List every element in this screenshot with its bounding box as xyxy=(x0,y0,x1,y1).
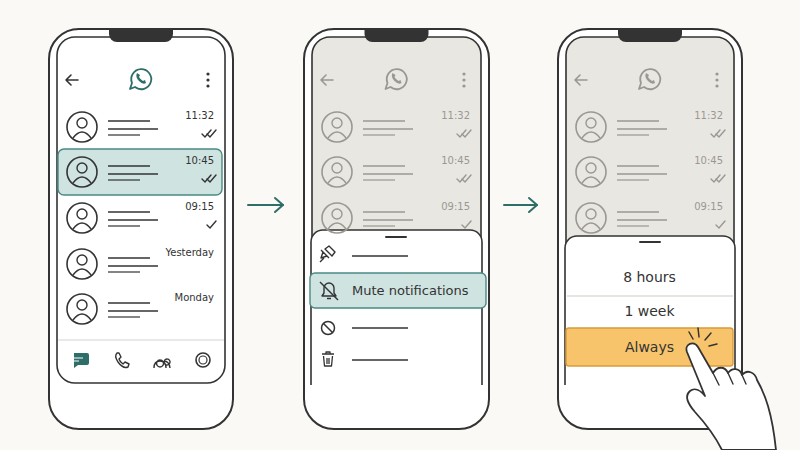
chat-row: 10:45 xyxy=(311,149,482,195)
chats-icon-lines xyxy=(72,358,83,361)
timestamp: 11:32 xyxy=(694,110,723,121)
option-label: 8 hours xyxy=(623,269,676,285)
mute-duration-option: Always xyxy=(566,328,733,366)
app-logo xyxy=(639,69,660,89)
phone-notch xyxy=(365,30,429,42)
selected-row-highlight xyxy=(58,149,222,195)
menu-dots xyxy=(462,72,465,75)
chat-row: Yesterday xyxy=(56,241,226,287)
phone-frame: 11:32 10:45 09:15YesterdayMonday xyxy=(48,28,234,430)
timestamp: Yesterday xyxy=(165,247,214,258)
bottom-sheet xyxy=(565,236,735,385)
sheet-handle xyxy=(386,236,406,238)
phone-frame: 11:32 10:45 09:15 8 hours 1 weekAlways xyxy=(557,28,743,430)
sheet-handle xyxy=(640,241,660,243)
selected-option-highlight xyxy=(566,328,733,366)
option-separator xyxy=(567,296,733,297)
timestamp: 09:15 xyxy=(441,201,470,212)
option-placeholder-line xyxy=(352,359,408,360)
app-logo xyxy=(130,69,151,89)
back-arrow xyxy=(575,75,587,85)
option-label: Mute notifications xyxy=(352,283,469,298)
hand-pointer xyxy=(686,343,776,450)
chat-row: Monday xyxy=(56,286,226,332)
phone-frame xyxy=(49,29,233,429)
back-arrow xyxy=(321,75,333,85)
communities-icon xyxy=(154,359,170,368)
chat-row: 10:45 xyxy=(565,149,735,195)
timestamp: 11:32 xyxy=(185,110,214,121)
option-label: Always xyxy=(625,339,674,355)
menu-dots xyxy=(206,84,209,87)
option-placeholder-line xyxy=(352,255,408,256)
phone-frame: 11:32 10:45 09:15Mute notifications xyxy=(303,28,490,430)
timestamp: 10:45 xyxy=(185,155,214,166)
option-label: 1 week xyxy=(624,303,674,319)
calls-icon xyxy=(116,353,129,367)
trash-icon xyxy=(322,352,334,366)
chat-row: 09:15 xyxy=(56,195,226,241)
timestamp: Monday xyxy=(175,292,214,303)
block-icon-slash xyxy=(324,324,333,333)
back-arrow xyxy=(66,75,78,85)
menu-dots xyxy=(715,84,718,87)
phone-screen xyxy=(566,37,734,383)
phone-frame xyxy=(558,29,742,429)
chat-row: 11:32 xyxy=(56,104,226,150)
menu-dots xyxy=(462,84,465,87)
block-icon xyxy=(322,322,335,335)
menu-dots xyxy=(206,78,209,81)
flow-arrow xyxy=(504,198,537,212)
menu-dots xyxy=(715,72,718,75)
timestamp: 09:15 xyxy=(185,201,214,212)
phone-frame xyxy=(304,29,489,429)
option-placeholder-line xyxy=(352,327,408,328)
menu-dots xyxy=(715,78,718,81)
menu-option: Mute notifications xyxy=(310,273,486,308)
phone-notch xyxy=(109,30,173,42)
timestamp: 09:15 xyxy=(694,201,723,212)
menu-dots xyxy=(206,72,209,75)
hand-finger-lines xyxy=(713,373,746,385)
chat-row: 11:32 xyxy=(565,104,735,150)
timestamp: 10:45 xyxy=(694,155,723,166)
tap-rays xyxy=(689,328,717,346)
timestamp: 11:32 xyxy=(441,110,470,121)
nav-divider xyxy=(58,340,224,341)
updates-icon-inner xyxy=(199,356,207,364)
updates-icon xyxy=(196,353,210,367)
app-logo-phone xyxy=(645,73,655,84)
timestamp: 10:45 xyxy=(441,155,470,166)
pin-icon xyxy=(320,246,335,262)
app-logo-phone xyxy=(392,73,402,84)
phone-notch xyxy=(618,30,682,42)
mute-duration-option: 1 week xyxy=(566,294,733,328)
app-logo-phone xyxy=(136,73,146,84)
mute-duration-option: 8 hours xyxy=(566,260,733,294)
chat-row: 11:32 xyxy=(311,104,482,150)
app-logo xyxy=(386,69,407,89)
mute-bell-icon xyxy=(310,273,350,308)
selected-option-highlight xyxy=(310,273,486,308)
chat-row: 10:45 xyxy=(56,149,226,195)
chat-row: 09:15 xyxy=(311,195,482,241)
chat-row: 09:15 xyxy=(565,195,735,241)
phone-screen xyxy=(57,37,225,383)
menu-dots xyxy=(462,78,465,81)
flow-arrow xyxy=(248,198,283,212)
